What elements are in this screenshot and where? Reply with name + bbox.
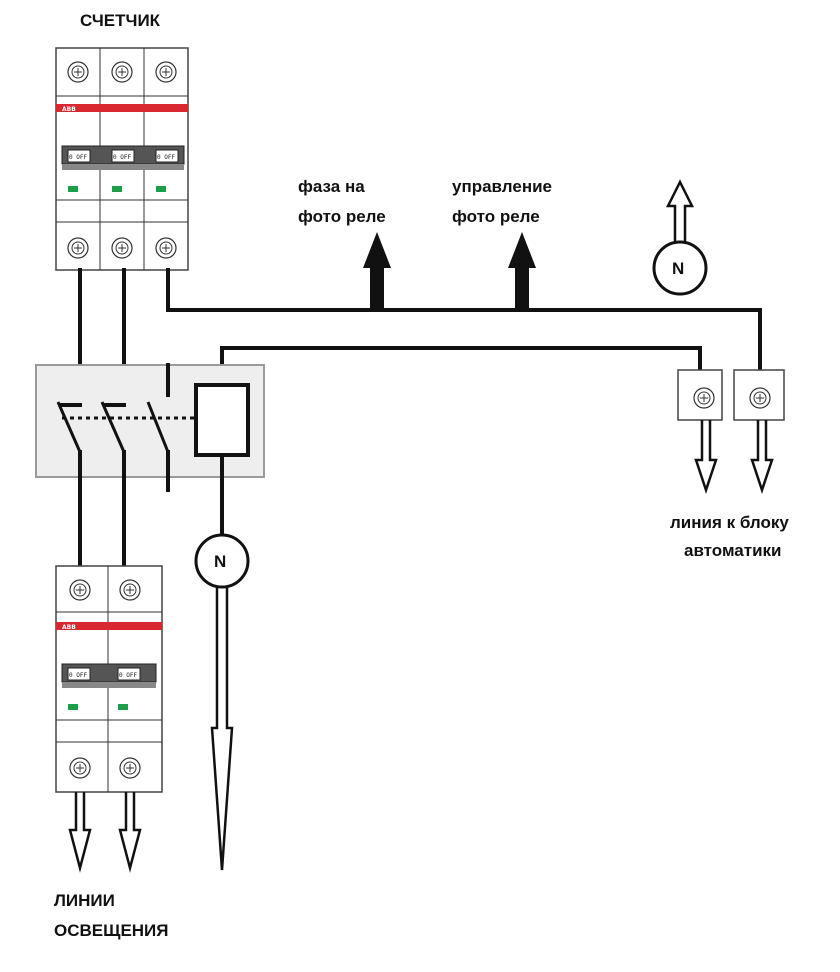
- arrow-down-icon: [694, 420, 718, 494]
- wire: [383, 308, 762, 372]
- wire: [220, 346, 702, 387]
- meter-breaker: ABB 0 OFF 0 OFF 0 OFF: [55, 47, 189, 271]
- arrow-up-icon: [363, 232, 391, 310]
- terminal-screw-icon: [111, 237, 133, 259]
- arrow-up-icon: [508, 232, 536, 310]
- lighting-lines-label-1: ЛИНИИ: [54, 891, 115, 910]
- terminal-screw-icon: [69, 579, 91, 601]
- switch-text: 0 OFF: [113, 154, 131, 161]
- neutral-label: N: [672, 259, 684, 278]
- arrow-down-icon: [750, 420, 774, 494]
- terminal-block: [677, 369, 785, 421]
- indicator: [118, 704, 128, 710]
- terminal-screw-icon: [111, 61, 133, 83]
- indicator: [68, 186, 78, 192]
- wire: [166, 268, 387, 312]
- contactor-coil: [194, 383, 250, 457]
- arrow-down-icon: [118, 792, 142, 873]
- indicator: [68, 704, 78, 710]
- terminal-screw-icon: [67, 237, 89, 259]
- line-to-automation-label-1: линия к блоку: [670, 513, 789, 532]
- lighting-lines-label-2: ОСВЕЩЕНИЯ: [54, 921, 169, 940]
- neutral-symbol-bottom: N: [194, 533, 250, 589]
- lighting-breaker: ABB 0 OFF 0 OFF: [55, 565, 163, 793]
- brand-label: ABB: [62, 624, 76, 631]
- terminal-screw-icon: [119, 579, 141, 601]
- arrow-down-icon: [68, 792, 92, 873]
- relay-control-label-2: фото реле: [452, 207, 540, 226]
- terminal-screw-icon: [119, 757, 141, 779]
- line-to-automation-label-2: автоматики: [684, 541, 781, 560]
- terminal-screw-icon: [693, 387, 715, 409]
- terminal-screw-icon: [67, 61, 89, 83]
- indicator: [156, 186, 166, 192]
- arrow-up-hollow-icon: [665, 179, 695, 247]
- switch-text: 0 OFF: [69, 154, 87, 161]
- terminal-screw-icon: [749, 387, 771, 409]
- contactor: [35, 363, 265, 478]
- meter-label: СЧЕТЧИК: [80, 11, 161, 30]
- switch-text: 0 OFF: [157, 154, 175, 161]
- phase-to-relay-label-2: фото реле: [298, 207, 386, 226]
- switch-text: 0 OFF: [69, 672, 87, 679]
- terminal-screw-icon: [155, 237, 177, 259]
- relay-control-label-1: управление: [452, 177, 552, 196]
- terminal-screw-icon: [69, 757, 91, 779]
- switch-text: 0 OFF: [119, 672, 137, 679]
- brand-label: ABB: [62, 106, 76, 113]
- brand-stripe: [56, 104, 188, 112]
- terminal-screw-icon: [155, 61, 177, 83]
- neutral-symbol-top: N: [652, 240, 708, 296]
- indicator: [112, 186, 122, 192]
- brand-stripe: [56, 622, 162, 630]
- arrow-down-long-icon: [210, 587, 234, 871]
- neutral-label: N: [214, 552, 226, 571]
- phase-to-relay-label-1: фаза на: [298, 177, 365, 196]
